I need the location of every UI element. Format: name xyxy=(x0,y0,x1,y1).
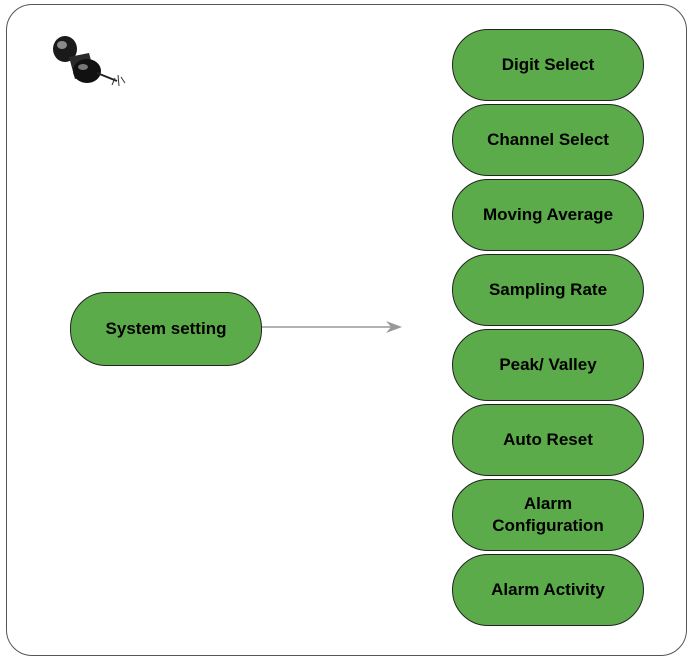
option-label: Digit Select xyxy=(501,55,595,74)
channel-select-node[interactable]: Channel Select xyxy=(452,104,644,176)
system-setting-node[interactable]: System setting xyxy=(70,292,262,366)
option-label: Sampling Rate xyxy=(488,280,608,299)
option-label: Channel Select xyxy=(487,130,609,149)
moving-average-node[interactable]: Moving Average xyxy=(452,179,644,251)
options-column: Digit Select Channel Select Moving Avera… xyxy=(452,29,644,629)
auto-reset-node[interactable]: Auto Reset xyxy=(452,404,644,476)
sampling-rate-node[interactable]: Sampling Rate xyxy=(452,254,644,326)
system-setting-label: System setting xyxy=(105,319,227,338)
digit-select-node[interactable]: Digit Select xyxy=(452,29,644,101)
option-label: Alarm Activity xyxy=(491,580,605,599)
alarm-configuration-node[interactable]: Alarm Configuration xyxy=(452,479,644,551)
pushpin-icon xyxy=(53,36,126,87)
option-label: Peak/ Valley xyxy=(499,355,597,374)
peak-valley-node[interactable]: Peak/ Valley xyxy=(452,329,644,401)
alarm-activity-node[interactable]: Alarm Activity xyxy=(452,554,644,626)
option-label: Moving Average xyxy=(482,205,614,224)
option-label: Auto Reset xyxy=(503,430,593,449)
connector-arrow xyxy=(262,321,402,333)
option-label: Alarm Configuration xyxy=(492,494,604,535)
